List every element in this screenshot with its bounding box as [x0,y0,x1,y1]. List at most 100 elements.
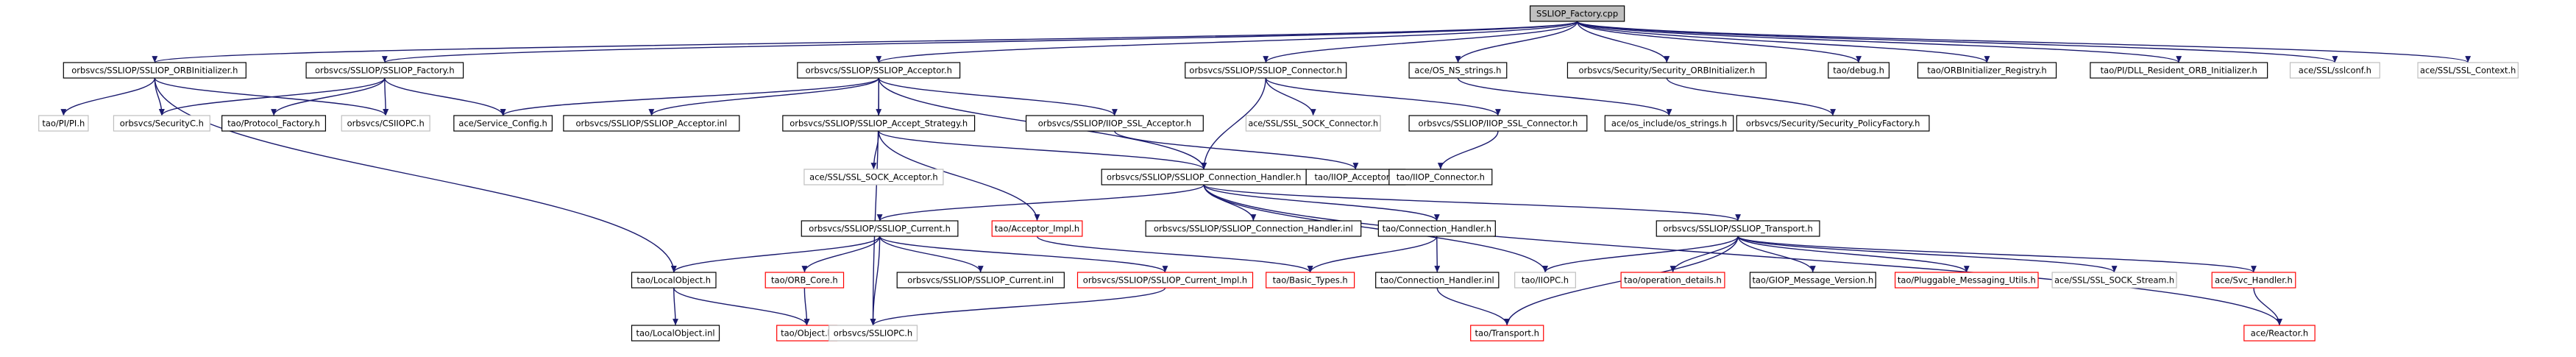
node-label: orbsvcs/SecurityC.h [120,119,204,129]
node-box [2417,62,2519,79]
node-sec_policy_factory[interactable]: orbsvcs/Security/Security_PolicyFactory.… [1736,115,1930,132]
edge-localobject-to-object [673,287,810,326]
node-box [1566,62,1767,79]
node-securityc[interactable]: orbsvcs/SecurityC.h [113,115,210,132]
node-label: ace/SSL/SSL_SOCK_Stream.h [2054,275,2174,286]
node-sec_orbinit[interactable]: orbsvcs/Security/Security_ORBInitializer… [1566,62,1767,79]
node-orbinit[interactable]: orbsvcs/SSLIOP/SSLIOP_ORBInitializer.h [63,62,246,79]
node-ssl_context[interactable]: ace/SSL/SSL_Context.h [2417,62,2519,79]
node-label: ace/SSL/sslconf.h [2299,66,2371,76]
edge-acceptor-to-svc_config [500,77,879,116]
node-transport[interactable]: orbsvcs/SSLIOP/SSLIOP_Transport.h [1656,220,1820,237]
node-label: orbsvcs/SSLIOP/SSLIOP_Accept_Strategy.h [790,119,968,129]
node-label: ace/SSL/SSL_Context.h [2420,66,2516,76]
node-pi[interactable]: tao/PI/PI.h [38,115,89,132]
node-iiop_ssl_acceptor[interactable]: orbsvcs/SSLIOP/IIOP_SSL_Acceptor.h [1025,115,1204,132]
node-conn_handler[interactable]: orbsvcs/SSLIOP/SSLIOP_Connection_Handler… [1101,169,1307,185]
edge-root-to-ssl_context [1576,21,2471,63]
edge-conn_handler-to-iiopc [1203,184,1548,273]
node-box [1514,272,1576,289]
node-box [896,272,1065,289]
node-ssl_sock_connector[interactable]: ace/SSL/SSL_SOCK_Connector.h [1245,115,1381,132]
node-box [1408,62,1508,79]
node-label: orbsvcs/SSLIOP/SSLIOP_Current_Impl.h [1083,275,1247,286]
node-debug[interactable]: tao/debug.h [1828,62,1890,79]
node-box [1604,115,1734,132]
node-iiopc[interactable]: tao/IIOPC.h [1514,272,1576,289]
edge-transport-to-ssl_sock_stream [1737,236,2118,273]
edge-ns_strings-to-os_strings [1457,77,1672,116]
edge-root-to-orbinit_reg [1576,21,1990,63]
node-current_impl[interactable]: orbsvcs/SSLIOP/SSLIOP_Current_Impl.h [1076,272,1254,289]
node-iiop_ssl_connector[interactable]: orbsvcs/SSLIOP/IIOP_SSL_Connector.h [1408,115,1588,132]
node-label: ace/Service_Config.h [458,119,547,129]
node-label: tao/IIOP_Acceptor.h [1315,172,1397,183]
node-label: orbsvcs/SSLIOP/SSLIOP_Connector.h [1189,66,1342,76]
edge-transport-to-op_details [1670,236,1739,273]
node-acceptor[interactable]: orbsvcs/SSLIOP/SSLIOP_Acceptor.h [797,62,961,79]
node-ssl_sock_stream[interactable]: ace/SSL/SSL_SOCK_Stream.h [2051,272,2177,289]
node-current_inl[interactable]: orbsvcs/SSLIOP/SSLIOP_Current.inl [896,272,1065,289]
node-box [803,169,944,185]
node-svc_config[interactable]: ace/Service_Config.h [453,115,553,132]
node-label: tao/ORB_Core.h [771,275,838,286]
node-reactor[interactable]: ace/Reactor.h [2243,325,2316,342]
node-box [1408,115,1588,132]
node-box [797,62,961,79]
node-current[interactable]: orbsvcs/SSLIOP/SSLIOP_Current.h [801,220,959,237]
node-box [1749,272,1876,289]
edge-accept_strategy-to-conn_handler [878,130,1207,170]
node-root[interactable]: SSLIOP_Factory.cpp [1529,5,1625,22]
node-sslconf[interactable]: ace/SSL/sslconf.h [2289,62,2380,79]
node-label: orbsvcs/SSLIOP/SSLIOP_Connection_Handler… [1154,224,1353,234]
node-label: tao/Pluggable_Messaging_Utils.h [1898,275,2036,286]
node-acceptor_inl[interactable]: orbsvcs/SSLIOP/SSLIOP_Acceptor.inl [563,115,740,132]
edge-factory-to-csiiopc [383,77,389,116]
edge-transport-to-iiopc [1542,236,1739,273]
node-orb_core[interactable]: tao/ORB_Core.h [764,272,845,289]
node-iiop_connector[interactable]: tao/IIOP_Connector.h [1388,169,1493,185]
edge-acceptor_impl-to-basic_types [1036,236,1313,273]
node-label: tao/operation_details.h [1624,275,1722,286]
node-box [2051,272,2177,289]
node-label: tao/PI/PI.h [42,119,85,129]
node-proto_factory[interactable]: tao/Protocol_Factory.h [221,115,327,132]
node-accept_strategy[interactable]: orbsvcs/SSLIOP/SSLIOP_Accept_Strategy.h [782,115,976,132]
node-basic_types[interactable]: tao/Basic_Types.h [1266,272,1355,289]
edge-current-to-localobject [670,236,881,273]
node-factory[interactable]: orbsvcs/SSLIOP/SSLIOP_Factory.h [305,62,464,79]
node-box [801,220,959,237]
node-conn_handler_inl[interactable]: orbsvcs/SSLIOP/SSLIOP_Connection_Handler… [1145,220,1362,237]
node-localobject_inl[interactable]: tao/LocalObject.inl [631,325,720,342]
node-giop_msg_version[interactable]: tao/GIOP_Message_Version.h [1749,272,1876,289]
node-ns_strings[interactable]: ace/OS_NS_strings.h [1408,62,1508,79]
node-object[interactable]: tao/Object.h [776,325,838,342]
edge-transport-to-giop_msg_version [1737,236,1816,273]
node-tao_conn_handler_inl[interactable]: tao/Connection_Handler.inl [1375,272,1500,289]
node-orbinit_reg[interactable]: tao/ORBInitializer_Registry.h [1917,62,2057,79]
node-localobject[interactable]: tao/LocalObject.h [631,272,717,289]
node-connector[interactable]: orbsvcs/SSLIOP/SSLIOP_Connector.h [1185,62,1347,79]
node-os_strings[interactable]: ace/os_include/os_strings.h [1604,115,1734,132]
node-label: tao/PI/DLL_Resident_ORB_Initializer.h [2101,66,2257,76]
node-label: ace/SSL/SSL_SOCK_Connector.h [1248,119,1378,129]
edge-connector-to-conn_handler [1201,77,1266,170]
node-label: ace/os_include/os_strings.h [1611,119,1727,129]
node-acceptor_impl[interactable]: tao/Acceptor_Impl.h [991,220,1083,237]
node-box [63,62,246,79]
node-pluggable_utils[interactable]: tao/Pluggable_Messaging_Utils.h [1894,272,2039,289]
node-op_details[interactable]: tao/operation_details.h [1620,272,1725,289]
node-label: tao/GIOP_Message_Version.h [1752,275,1873,286]
edge-acceptor-to-iiop_ssl_acceptor [878,77,1118,116]
node-dll_resident[interactable]: tao/PI/DLL_Resident_ORB_Initializer.h [2090,62,2268,79]
node-csiiopc[interactable]: orbsvcs/CSIIOPC.h [341,115,430,132]
node-ssl_sock_acceptor[interactable]: ace/SSL/SSL_SOCK_Acceptor.h [803,169,944,185]
node-label: orbsvcs/SSLIOP/SSLIOP_Connection_Handler… [1107,172,1301,183]
node-tao_conn_handler[interactable]: tao/Connection_Handler.h [1377,220,1496,237]
node-box [1828,62,1890,79]
node-svc_handler[interactable]: ace/Svc_Handler.h [2211,272,2296,289]
node-label: tao/IIOP_Connector.h [1397,172,1485,183]
node-tao_transport[interactable]: tao/Transport.h [1470,325,1544,342]
node-ssliopc[interactable]: orbsvcs/SSLIOPC.h [828,325,918,342]
node-box [1656,220,1820,237]
